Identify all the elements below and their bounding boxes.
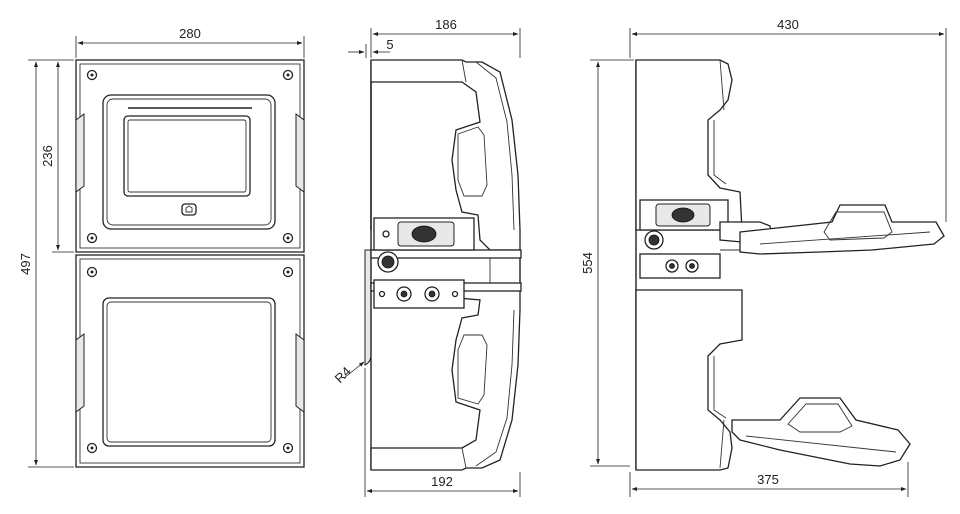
dim-side-radius: R4 xyxy=(332,364,354,386)
side-handles xyxy=(75,113,305,413)
screw-icons xyxy=(86,69,294,454)
side-lower-body xyxy=(370,289,521,471)
dim-front-height-total: 497 xyxy=(18,253,33,275)
home-button-icon xyxy=(181,203,197,216)
front-lower-window xyxy=(102,297,276,447)
dim-open-width-top: 430 xyxy=(777,17,799,32)
side-upper-body xyxy=(370,59,521,251)
dim-open-height: 554 xyxy=(580,252,595,274)
display-screen xyxy=(123,115,251,197)
open-lower-housing xyxy=(635,289,743,471)
dim-front-width: 280 xyxy=(179,26,201,41)
dim-side-offset: 5 xyxy=(386,37,393,52)
dim-side-depth-top: 186 xyxy=(435,17,457,32)
dim-open-width-bottom: 375 xyxy=(757,472,779,487)
dim-side-depth-bottom: 192 xyxy=(431,474,453,489)
side-view: 186 5 192 R4 xyxy=(332,17,522,497)
open-view: 430 554 375 xyxy=(580,17,947,497)
front-view: 280 497 236 xyxy=(18,26,305,468)
dim-front-height-upper: 236 xyxy=(40,145,55,167)
